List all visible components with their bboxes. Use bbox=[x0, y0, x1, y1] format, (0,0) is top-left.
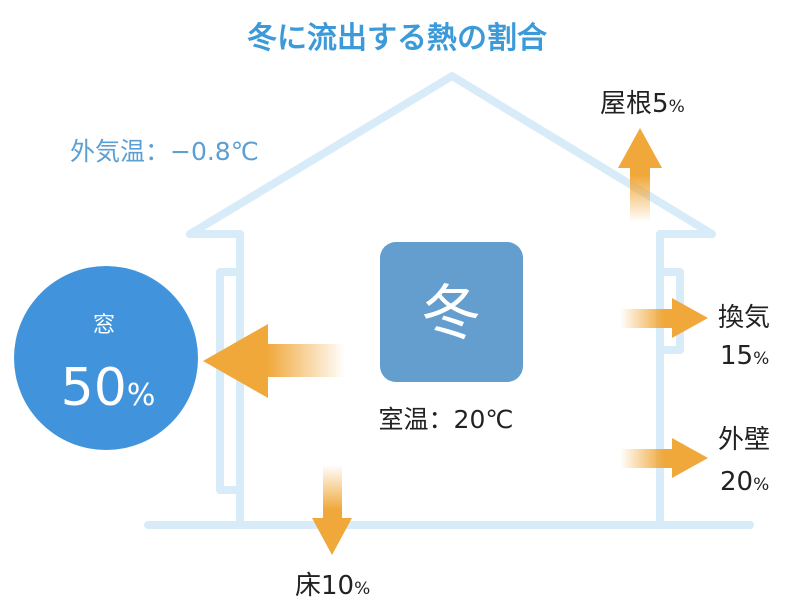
svg-text:20%: 20% bbox=[720, 467, 769, 497]
wall-unit: % bbox=[753, 475, 769, 495]
svg-text:床10%: 床10% bbox=[295, 571, 370, 601]
window-circle: 窓 50% bbox=[14, 266, 198, 450]
diagram-title: 冬に流出する熱の割合 bbox=[247, 21, 547, 56]
svg-text:50%: 50% bbox=[61, 358, 156, 418]
wall-heat-arrow bbox=[620, 438, 708, 478]
floor-value: 10 bbox=[321, 571, 354, 601]
ventilation-heat-arrow bbox=[620, 298, 708, 338]
ventilation-label: 換気 bbox=[718, 303, 770, 333]
roof-value: 5 bbox=[652, 89, 669, 119]
window-unit: % bbox=[127, 378, 156, 413]
svg-text:冬: 冬 bbox=[421, 279, 481, 349]
svg-text:15%: 15% bbox=[720, 341, 769, 371]
roof-unit: % bbox=[669, 97, 685, 117]
roof-heat-arrow bbox=[618, 128, 662, 222]
window-label: 窓 bbox=[93, 313, 115, 338]
room-temperature: 室温：20℃ bbox=[379, 405, 514, 434]
outside-temperature: 外気温：−0.8℃ bbox=[70, 137, 259, 166]
ventilation-value: 15 bbox=[720, 341, 753, 371]
window-value: 50 bbox=[61, 358, 127, 418]
svg-text:屋根5%: 屋根5% bbox=[600, 89, 685, 119]
floor-heat-arrow bbox=[312, 465, 352, 555]
floor-label: 床 bbox=[295, 571, 321, 601]
roof-label: 屋根 bbox=[600, 89, 652, 119]
wall-label: 外壁 bbox=[718, 425, 770, 455]
season-badge: 冬 bbox=[380, 242, 523, 382]
wall-value: 20 bbox=[720, 467, 753, 497]
window-heat-arrow bbox=[203, 324, 345, 398]
ventilation-unit: % bbox=[753, 349, 769, 369]
floor-unit: % bbox=[354, 579, 370, 599]
